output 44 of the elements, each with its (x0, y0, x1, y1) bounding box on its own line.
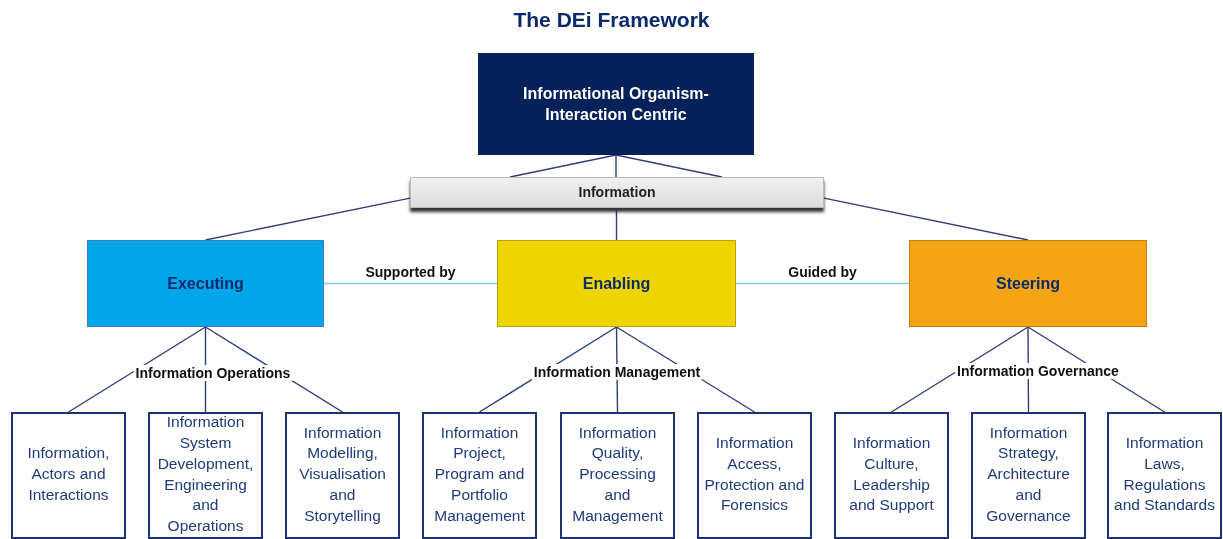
connector-line (615, 207, 618, 241)
domain-box (422, 412, 537, 539)
diagram-title: The DEi Framework (513, 8, 710, 32)
edge-label: Supported by (363, 263, 458, 280)
node-label: Informational Organism-Interaction Centric (522, 84, 710, 125)
node-label: Information System Development, Engineering and Operations (156, 412, 255, 536)
connector-line (615, 154, 617, 178)
connector-line (615, 154, 723, 178)
root-box (478, 53, 754, 155)
node-label: Information Strategy, Architecture and Governance (985, 422, 1072, 526)
domain-box (1107, 412, 1222, 539)
connector-line (823, 197, 1029, 241)
category-band (410, 177, 824, 208)
node-label: Information Project, Program and Portfolio Management (433, 422, 526, 526)
node-label: Steering (996, 274, 1060, 294)
connector-line (890, 326, 1029, 413)
node-label: Information Culture, Leadership and Support (848, 433, 935, 516)
group-label: Information Management (531, 364, 703, 380)
domain-box (971, 412, 1086, 539)
connector-line (509, 154, 617, 178)
domain-box (285, 412, 400, 539)
pillar-box (497, 240, 736, 327)
domain-box (834, 412, 949, 539)
connector-line (323, 282, 498, 285)
node-label: Information Access, Protection and Forensics (703, 433, 806, 516)
connector-line (735, 282, 910, 285)
node-label: Information Modelling, Visualisation and Storytelling (298, 422, 387, 526)
node-label: Information Laws, Regulations and Standards (1113, 433, 1216, 516)
edge-label: Guided by (786, 263, 859, 280)
pillar-box (87, 240, 324, 327)
node-label: Information Quality, Processing and Management (571, 422, 664, 526)
domain-box (11, 412, 126, 539)
node-label: Information, Actors and Interactions (26, 443, 111, 505)
domain-box (697, 412, 812, 539)
node-label: Information (578, 183, 656, 202)
domain-box (148, 412, 263, 539)
node-label: Executing (167, 274, 244, 294)
connector-line (67, 326, 207, 413)
group-label: Information Operations (133, 365, 293, 381)
node-label: Enabling (582, 274, 651, 294)
connector-line (204, 197, 411, 241)
domain-box (560, 412, 675, 539)
group-label: Information Governance (955, 363, 1121, 379)
pillar-box (909, 240, 1147, 327)
